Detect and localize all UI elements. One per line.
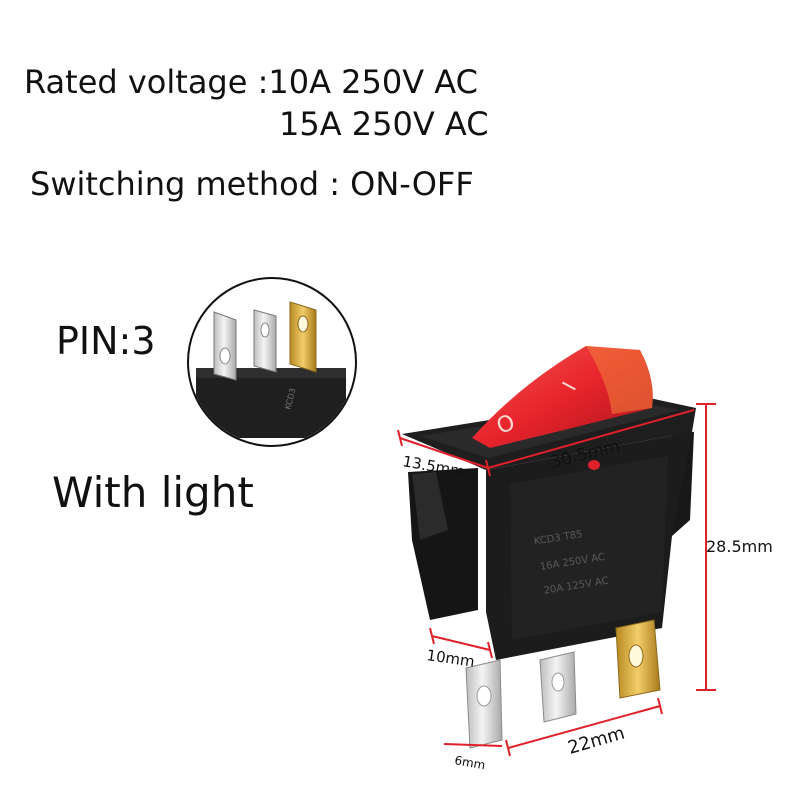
with-light-label: With light <box>52 468 254 517</box>
dim-pin-width: 6mm <box>453 753 486 772</box>
dim-height: 28.5mm <box>706 537 773 556</box>
dimension-lines <box>397 403 716 757</box>
rated-voltage-line-1: Rated voltage :10A 250V AC <box>24 63 478 101</box>
rocker-switch: I O KCD3 T85 16A 250V AC 20A 125V AC <box>402 346 696 749</box>
dim-width: 10mm <box>425 646 475 671</box>
pin-detail-inset: KCD3 <box>187 277 357 447</box>
rated-voltage-line-2: 15A 250V AC <box>279 105 489 143</box>
switching-method: Switching method : ON-OFF <box>30 165 474 203</box>
indicator-led <box>588 460 600 470</box>
dim-span: 22mm <box>566 723 628 759</box>
pin-count: PIN:3 <box>56 319 156 363</box>
